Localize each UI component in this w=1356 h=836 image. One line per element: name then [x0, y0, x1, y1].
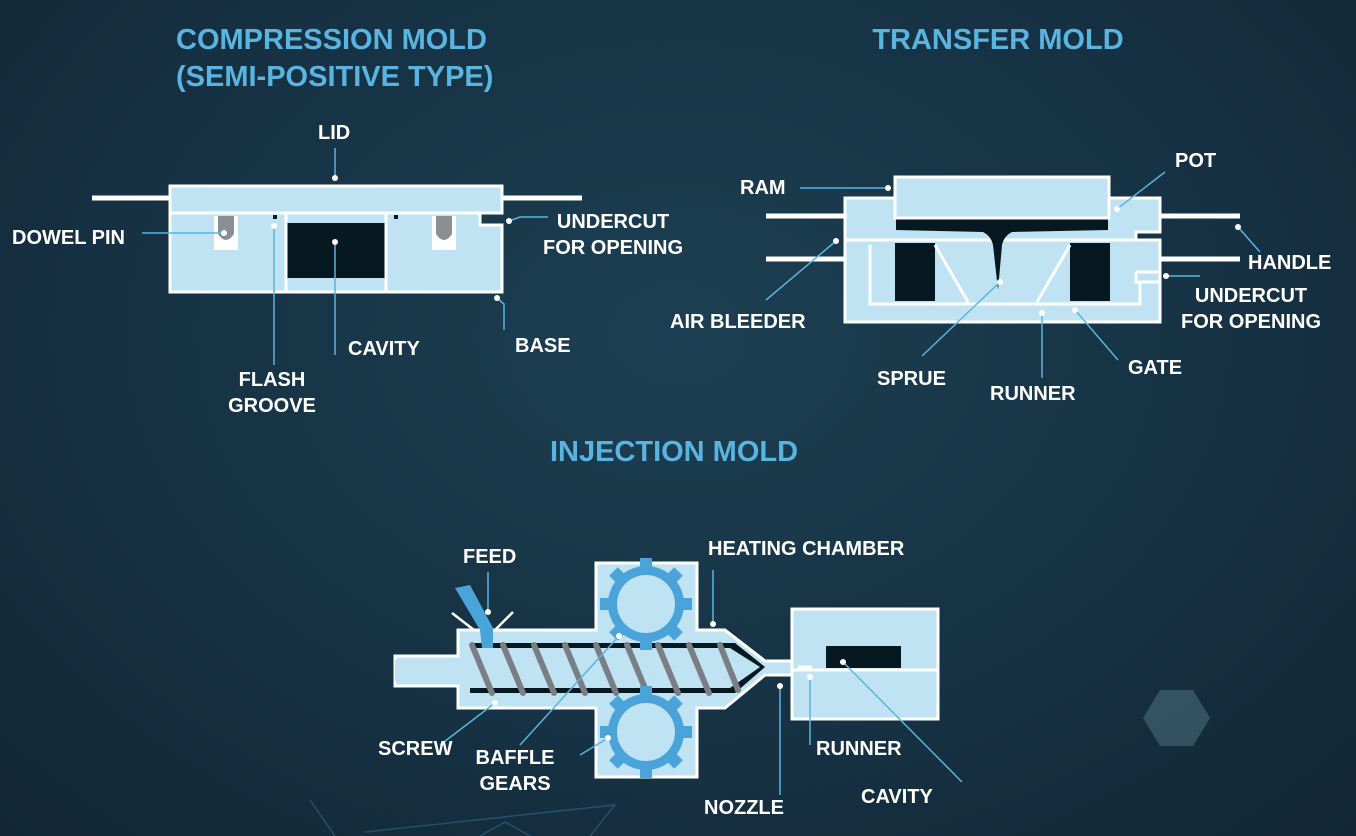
label-undercut-transfer: UNDERCUT FOR OPENING [1176, 283, 1326, 335]
label-sprue: SPRUE [877, 368, 946, 390]
label-cavity-injection: CAVITY [861, 786, 933, 808]
compression-lid [168, 184, 504, 215]
label-lid: LID [318, 122, 351, 144]
screw-flights [469, 642, 741, 696]
transfer-mold [765, 171, 1261, 378]
compression-mold [92, 148, 582, 365]
label-pot: POT [1175, 150, 1217, 172]
transfer-sprue [896, 218, 1108, 290]
transfer-cavity-left [895, 243, 935, 301]
hexagon-decoration [1143, 690, 1210, 746]
compression-title: COMPRESSION MOLD (SEMI-POSITIVE TYPE) [176, 22, 494, 96]
label-gate: GATE [1128, 357, 1183, 379]
label-ram: RAM [740, 177, 786, 199]
label-undercut-transfer-line1: UNDERCUT [1194, 285, 1308, 307]
label-screw: SCREW [378, 738, 453, 760]
feed-hopper [455, 585, 493, 648]
label-cavity-compression: CAVITY [348, 338, 420, 360]
dowel-pin-left [218, 216, 234, 240]
label-undercut-transfer-line2: FOR OPENING [1180, 311, 1321, 333]
dowel-pin-right [436, 216, 452, 240]
injection-mold [393, 558, 963, 795]
label-baffle-line1: BAFFLE [475, 747, 555, 769]
label-baffle-line2: GEARS [479, 773, 551, 795]
label-handle: HANDLE [1248, 252, 1332, 274]
baffle-gear-top [600, 558, 692, 650]
injection-cavity [826, 646, 901, 668]
label-dowel-pin: DOWEL PIN [12, 227, 125, 249]
transfer-title: TRANSFER MOLD [872, 24, 1124, 56]
label-flash-line1: FLASH [238, 369, 306, 391]
label-feed: FEED [463, 546, 517, 568]
transfer-ram [893, 175, 1111, 220]
label-runner-transfer: RUNNER [990, 383, 1076, 405]
compression-cavity [286, 223, 386, 278]
label-base: BASE [515, 335, 571, 357]
label-nozzle: NOZZLE [704, 797, 784, 819]
label-flash-line2: GROOVE [228, 395, 316, 417]
baffle-gear-bottom [600, 686, 692, 778]
label-baffle-gears: BAFFLE GEARS [468, 745, 562, 797]
background-decoration [309, 799, 617, 836]
label-flash-groove: FLASH GROOVE [222, 367, 322, 419]
transfer-cavity-right [1070, 243, 1110, 301]
label-undercut-line2: FOR OPENING [542, 237, 683, 259]
label-air-bleeder: AIR BLEEDER [670, 311, 806, 333]
label-undercut-compression: UNDERCUT FOR OPENING [540, 209, 686, 261]
injection-title: INJECTION MOLD [549, 436, 799, 468]
label-heating-chamber: HEATING CHAMBER [708, 538, 905, 560]
label-undercut-line1: UNDERCUT [556, 211, 670, 233]
compression-title-line2: (SEMI-POSITIVE TYPE) [176, 61, 494, 93]
label-runner-injection: RUNNER [816, 738, 902, 760]
compression-title-line1: COMPRESSION MOLD [176, 24, 487, 56]
